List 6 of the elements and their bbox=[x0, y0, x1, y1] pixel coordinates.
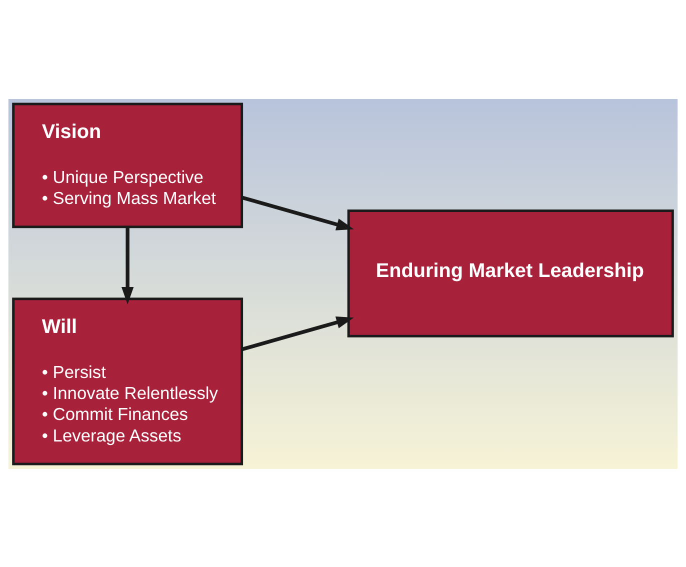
node-box: Enduring Market Leadership bbox=[347, 209, 674, 337]
node-box: Will • Persist • Innovate Relentlessly • Commit Finances • Leverage Assets bbox=[12, 297, 244, 465]
node-box: Vision • Unique Perspective • Serving Mass Market bbox=[12, 102, 244, 228]
arrow bbox=[241, 316, 354, 351]
arrow bbox=[121, 226, 134, 304]
arrow bbox=[241, 195, 354, 230]
